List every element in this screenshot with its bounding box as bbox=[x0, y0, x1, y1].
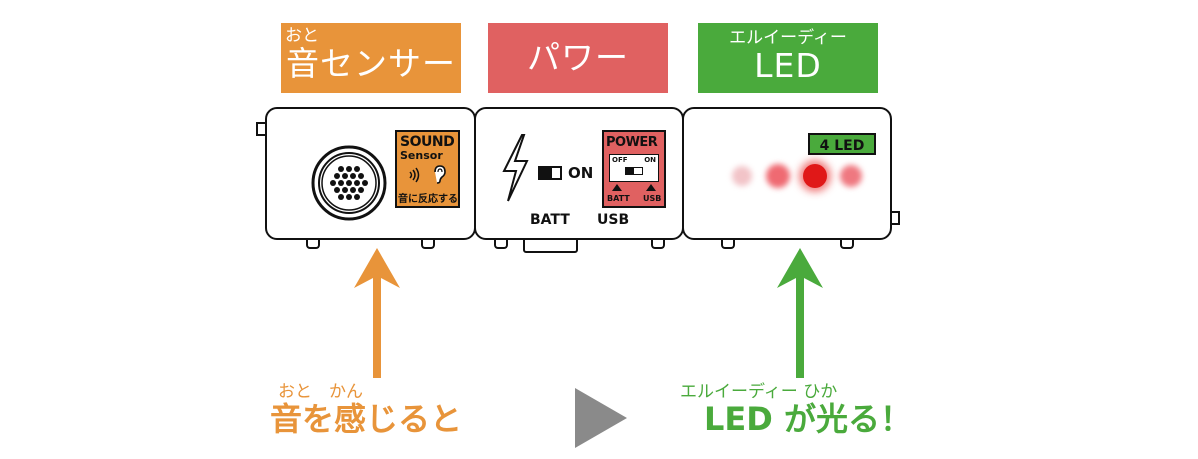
power-badge-switch-panel: OFF ON bbox=[609, 154, 659, 182]
led-module-foot-right bbox=[840, 237, 854, 249]
batt-port-label: BATT bbox=[530, 212, 570, 228]
led-module-foot-left bbox=[721, 237, 735, 249]
power-switch-label: ON bbox=[568, 164, 594, 182]
led-module: 4 LED bbox=[682, 107, 892, 240]
sound-badge-subtitle: Sensor bbox=[400, 149, 443, 162]
sound-sensor-label: おと 音センサー bbox=[281, 23, 461, 93]
led-label-text: LED bbox=[754, 46, 822, 85]
led-light-1 bbox=[732, 166, 752, 186]
power-badge-title: POWER bbox=[606, 135, 658, 150]
power-module-foot-left bbox=[494, 237, 508, 249]
power-badge-usb: USB bbox=[643, 194, 662, 203]
power-badge-slider-icon bbox=[625, 167, 643, 175]
sound-caption: おと かん 音を感じると bbox=[270, 383, 462, 437]
led-light-2 bbox=[766, 164, 790, 188]
sound-sensor-badge: SOUND Sensor 音に反応する bbox=[395, 130, 460, 208]
power-switch-icon bbox=[538, 166, 562, 180]
led-label: エルイーディー LED bbox=[698, 23, 878, 93]
sound-sensor-module: SOUND Sensor 音に反応する bbox=[265, 107, 476, 240]
led-caption-ruby: エルイーディー ひか bbox=[680, 382, 838, 402]
green-up-arrow-icon bbox=[777, 248, 823, 378]
usb-port-label: USB bbox=[597, 212, 630, 228]
power-label-text: パワー bbox=[527, 38, 629, 77]
power-badge-batt: BATT bbox=[607, 194, 630, 203]
power-badge-triangles-icon bbox=[612, 184, 656, 191]
sound-module-foot-left bbox=[306, 237, 320, 249]
sound-sensor-label-ruby: おと bbox=[285, 26, 319, 46]
led-caption-text: LED が光る！ bbox=[704, 400, 912, 438]
sound-wave-icon bbox=[409, 167, 420, 183]
sound-sensor-label-text: 音センサー bbox=[286, 44, 456, 83]
play-arrow-icon bbox=[575, 388, 627, 448]
orange-up-arrow-icon bbox=[354, 248, 400, 378]
sound-module-foot-right bbox=[421, 237, 435, 249]
led-light-4 bbox=[840, 165, 862, 187]
power-module-foot-right bbox=[651, 237, 665, 249]
led-label-ruby: エルイーディー bbox=[729, 28, 847, 48]
sound-caption-ruby: おと かん bbox=[278, 382, 363, 402]
power-badge-on: ON bbox=[644, 156, 656, 164]
power-badge-off: OFF bbox=[612, 156, 628, 164]
led-badge: 4 LED bbox=[808, 133, 876, 155]
ear-icon bbox=[434, 165, 446, 184]
led-caption: エルイーディー ひか LED が光る！ bbox=[680, 383, 912, 437]
power-label: パワー bbox=[488, 23, 668, 93]
sound-caption-text: 音を感じると bbox=[270, 400, 463, 438]
power-module: ON BATT USB POWER OFF ON BATT USB bbox=[474, 107, 684, 240]
microphone-icon bbox=[311, 145, 387, 221]
lightning-icon bbox=[502, 134, 529, 202]
sound-badge-title: SOUND bbox=[400, 134, 455, 150]
led-light-3 bbox=[803, 164, 827, 188]
sound-badge-caption: 音に反応する bbox=[398, 194, 458, 205]
led-badge-text: 4 LED bbox=[819, 138, 865, 154]
power-badge: POWER OFF ON BATT USB bbox=[602, 130, 666, 208]
